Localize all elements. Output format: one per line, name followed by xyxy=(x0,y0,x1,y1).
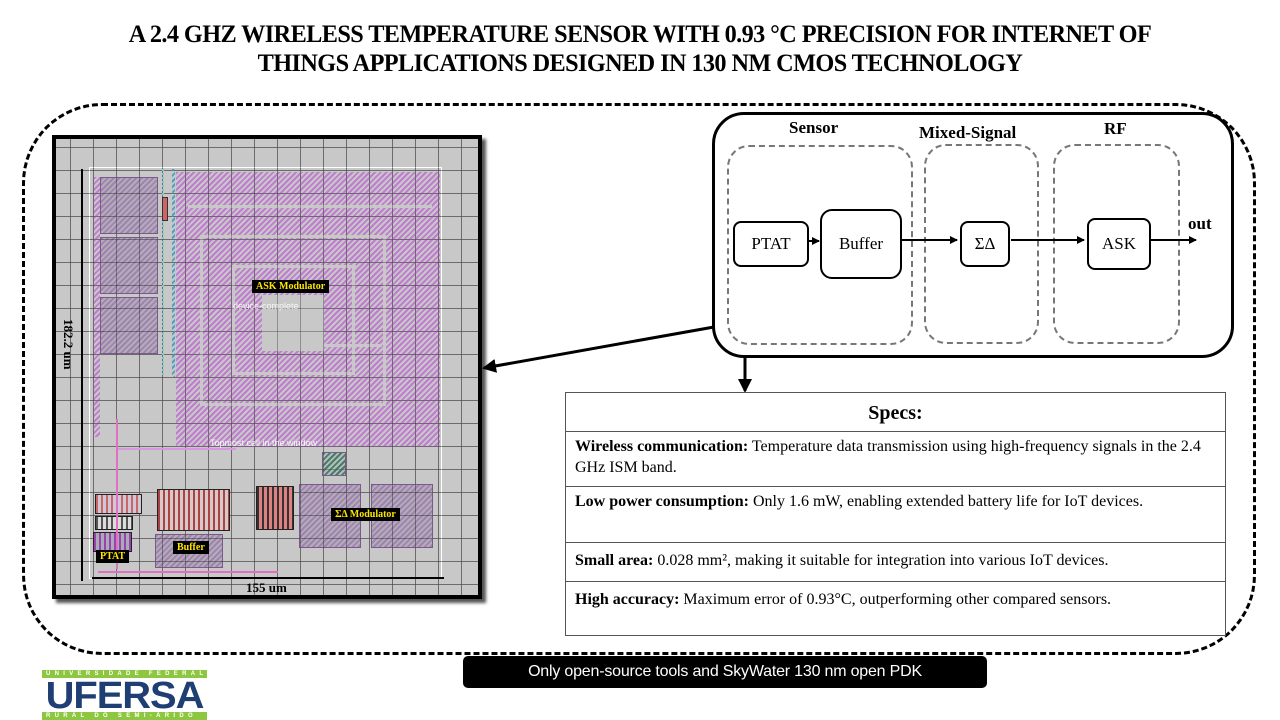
spec-text: Maximum error of 0.93°C, outperforming o… xyxy=(679,591,1112,608)
pink-wire-v xyxy=(116,419,118,569)
small-cap xyxy=(322,452,346,476)
outer-dashed-frame xyxy=(22,103,1256,655)
spec-row-power: Low power consumption: Only 1.6 mW, enab… xyxy=(566,487,1225,543)
specs-header: Specs: xyxy=(566,393,1225,432)
title-line-1: A 2.4 GHZ WIRELESS TEMPERATURE SENSOR WI… xyxy=(128,21,1152,48)
ptat-label: PTAT xyxy=(96,550,130,563)
inductor-gap-1 xyxy=(188,205,432,208)
capacitor-1 xyxy=(100,177,158,234)
height-dimension-line xyxy=(81,169,83,581)
topmost-cell-label: Topmost cell in the window xyxy=(210,438,318,448)
chip-layout-view: ASK Modulator device-complete Topmost ce… xyxy=(52,135,482,599)
spec-label: Wireless communication: xyxy=(575,438,749,455)
inductor-gap-4 xyxy=(383,235,386,405)
poster-title: A 2.4 GHZ WIRELESS TEMPERATURE SENSOR WI… xyxy=(19,20,1261,78)
spec-row-area: Small area: 0.028 mm², making it suitabl… xyxy=(566,543,1225,582)
resistor-element xyxy=(162,197,168,221)
group-mixed-signal xyxy=(924,144,1039,344)
height-dimension-label: 182.2 um xyxy=(61,319,76,370)
inductor-gap-3 xyxy=(200,235,386,238)
pink-wire-h xyxy=(98,571,278,573)
sigma-delta-label: ΣΔ Modulator xyxy=(331,508,400,521)
logo-bottom-band: RURAL DO SEMI-ÁRIDO xyxy=(42,712,207,720)
inductor-gap-11 xyxy=(262,344,382,347)
node-ask: ASK xyxy=(1087,218,1151,270)
width-dimension-line xyxy=(92,577,444,579)
block-diagram: Sensor Mixed-Signal RF PTAT Buffer ΣΔ AS… xyxy=(712,112,1234,358)
inductor-center xyxy=(262,295,324,351)
inductor-gap-2 xyxy=(200,235,203,403)
inductor-gap-9 xyxy=(232,372,355,375)
spec-label: Low power consumption: xyxy=(575,493,749,510)
inductor-gap-6 xyxy=(232,265,356,268)
spec-row-wireless: Wireless communication: Temperature data… xyxy=(566,432,1225,487)
inductor-gap-5 xyxy=(200,403,386,406)
node-ptat: PTAT xyxy=(733,221,809,267)
left-strip xyxy=(94,177,100,437)
inductor-gap-8 xyxy=(352,265,355,375)
logo-wordmark: UFERSA xyxy=(45,675,205,717)
vertical-wire-cyan xyxy=(162,169,164,377)
group-title-mixed-signal: Mixed-Signal xyxy=(919,123,1017,142)
spec-text: 0.028 mm², making it suitable for integr… xyxy=(653,552,1109,569)
capacitor-3 xyxy=(100,297,158,354)
buffer-label: Buffer xyxy=(173,541,209,554)
node-sigma-delta: ΣΔ xyxy=(960,221,1010,267)
inductor-gap-7 xyxy=(232,265,235,375)
vertical-wire-blue xyxy=(172,169,175,377)
buffer-cell xyxy=(157,489,230,531)
ptat-cell-2 xyxy=(95,516,133,530)
open-source-badge: Only open-source tools and SkyWater 130 … xyxy=(463,656,987,688)
spec-label: Small area: xyxy=(575,552,654,569)
logo-top-band: UNIVERSIDADE FEDERAL xyxy=(42,670,207,678)
device-complete-label: device-complete xyxy=(233,301,299,311)
ptat-cell-3 xyxy=(93,532,132,552)
ptat-cell-1 xyxy=(95,494,142,514)
group-title-sensor: Sensor xyxy=(789,118,839,137)
pink-wire-h2 xyxy=(116,448,236,450)
title-line-2: THINGS APPLICATIONS DESIGNED IN 130 NM C… xyxy=(257,50,1023,77)
group-rf xyxy=(1053,144,1180,344)
buffer-cap xyxy=(155,534,223,568)
sd-logic-cell xyxy=(256,486,294,530)
spec-text: Only 1.6 mW, enabling extended battery l… xyxy=(748,493,1144,510)
spec-label: High accuracy: xyxy=(575,591,680,608)
output-label: out xyxy=(1188,214,1212,233)
specs-table: Specs: Wireless communication: Temperatu… xyxy=(565,392,1226,636)
sd-capacitor-2 xyxy=(371,484,433,548)
spec-text: Temperature data transmission using high… xyxy=(575,438,1201,476)
group-title-rf: RF xyxy=(1104,119,1127,138)
ufersa-logo: UNIVERSIDADE FEDERAL UFERSA RURAL DO SEM… xyxy=(42,670,207,720)
node-buffer: Buffer xyxy=(820,209,902,279)
ask-modulator-label: ASK Modulator xyxy=(252,280,330,293)
spec-row-accuracy: High accuracy: Maximum error of 0.93°C, … xyxy=(566,582,1225,635)
width-dimension-label: 155 um xyxy=(246,580,287,595)
group-sensor xyxy=(727,145,913,345)
capacitor-2 xyxy=(100,237,158,294)
